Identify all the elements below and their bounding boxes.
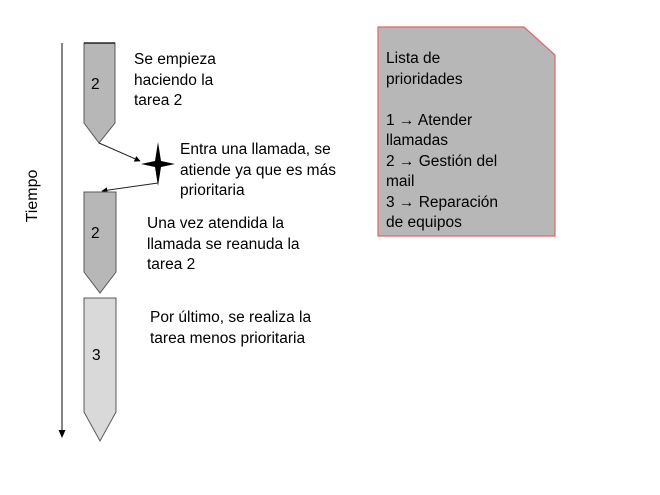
interrupt-star-icon [141,142,175,186]
time-axis [58,43,66,438]
task-3-number: 3 [92,347,101,364]
axis-arrowhead-icon [58,430,66,438]
annotation-resume: Una vez atendida la llamada se reanuda l… [147,215,300,273]
priority-note-shape [377,26,556,237]
task-block-3 [83,297,117,443]
annotation-last: Por último, se realiza la tarea menos pr… [150,309,312,347]
task-2-number: 2 [91,225,100,242]
priority-list-text: Lista de prioridades 1 → Atender llamada… [386,50,499,231]
arrow-to-resume [101,182,159,194]
annotation-start: Se empieza haciendo la tarea 2 [134,51,216,109]
time-axis-label: Tiempo [24,169,41,223]
annotation-interrupt: Entra una llamada, se atiende ya que es … [180,141,336,199]
task-block-2 [83,191,117,294]
arrow-to-interrupt [98,142,141,162]
task-1-number: 2 [91,76,100,93]
